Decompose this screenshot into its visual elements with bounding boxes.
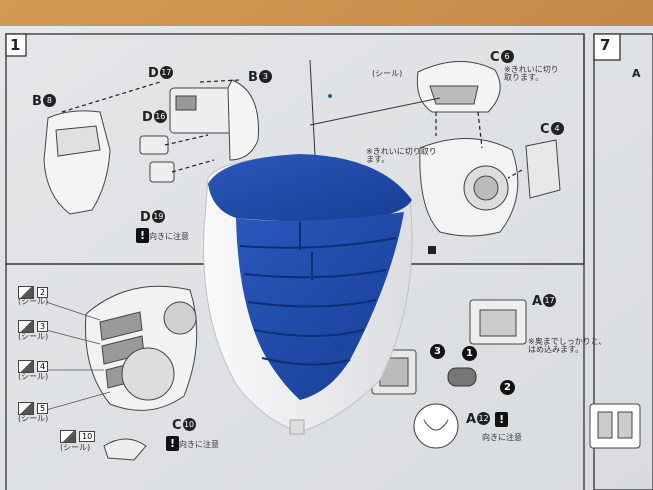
seal-label-4: (シール) (18, 372, 49, 381)
seal-label-top: (シール) (372, 69, 403, 78)
sticker-10: 10 (60, 430, 96, 443)
shell-part-c6 (416, 61, 501, 113)
shell-part-lower-left (85, 285, 198, 411)
sticker-2: 2 (18, 286, 49, 299)
part-c10 (103, 438, 147, 461)
seal-label-2: (シール) (18, 297, 49, 306)
part-a17 (469, 299, 527, 345)
zoom-detail (413, 403, 459, 449)
part-a12 (447, 367, 477, 387)
note-center: ※きれいに切り取ります。 (366, 147, 437, 164)
peg-right (428, 246, 436, 254)
step-1-box (5, 33, 27, 57)
shell-part-b8 (43, 110, 111, 215)
assembly-guides-right (435, 111, 523, 179)
step-number-7: 7 (600, 36, 611, 54)
assembly-step-3: 3 (430, 344, 445, 359)
model-armor-part (203, 154, 413, 435)
mechanism-upper (139, 79, 259, 183)
paint-speck (328, 94, 332, 98)
assembly-step-2: 2 (500, 380, 515, 395)
assembly-guides-upper-left (61, 79, 241, 173)
orientation-warning-d19: !向きに注意 (136, 226, 189, 243)
step-7-box (593, 33, 621, 61)
sticker-leader-lines (45, 301, 111, 411)
sticker-5: 5 (18, 402, 49, 415)
note-a17: ※奥までしっかりと、はめ込みます。 (528, 337, 607, 354)
sticker-4: 4 (18, 360, 49, 373)
seal-label-10: (シール) (60, 443, 91, 452)
orientation-warning-c10: !向きに注意 (166, 434, 219, 451)
orientation-note-a12: 向きに注意 (482, 433, 522, 442)
sticker-3: 3 (18, 320, 49, 333)
seal-label-3: (シール) (18, 332, 49, 341)
note-c6: ※きれいに切り取ります。 (504, 65, 559, 82)
seal-label-5: (シール) (18, 414, 49, 423)
shell-part-main-right (419, 138, 519, 237)
part-c4 (525, 139, 561, 199)
label-a-edge: A (632, 67, 641, 80)
step-number-1: 1 (10, 36, 21, 54)
assembly-step-1: 1 (462, 346, 477, 361)
diagram-thumbnail (589, 403, 641, 449)
